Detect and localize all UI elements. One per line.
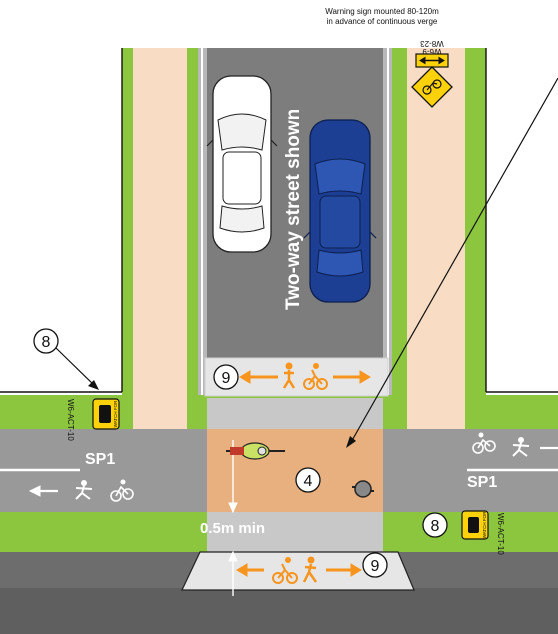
bicycle-icon [422, 79, 442, 95]
svg-text:W8-23: W8-23 [420, 39, 444, 48]
leader-line-4 [349, 77, 558, 445]
watch-for-sign-right: WATCH FOR [461, 510, 489, 540]
crossing-zone [207, 429, 383, 512]
upper-movement-arrows [239, 362, 371, 390]
blue-car [303, 119, 377, 303]
footpath-left-top [133, 48, 187, 398]
lower-ramp [181, 551, 415, 591]
footpath-right-top [407, 48, 465, 398]
svg-text:4: 4 [304, 473, 313, 490]
act-label-right: W6-ACT-10 [496, 513, 505, 555]
callout-8-right: 8 [422, 512, 448, 538]
svg-text:9: 9 [222, 370, 231, 387]
svg-text:WATCH FOR: WATCH FOR [482, 511, 487, 538]
min-width-label: 0.5m min [200, 520, 265, 537]
act-label-left: W6-ACT-10 [66, 399, 75, 441]
callout-8-top-left: 8 [33, 328, 99, 390]
sp1-label-left: SP1 [85, 451, 115, 468]
cyclist-crossing [226, 442, 285, 460]
callout-9-upper: 9 [213, 364, 239, 390]
svg-text:W6-9: W6-9 [422, 47, 442, 56]
sp1-label-right: SP1 [467, 474, 497, 491]
bicycle-diamond-sign [411, 66, 453, 108]
pedestrian-crossing [352, 480, 374, 498]
svg-text:WATCH FOR: WATCH FOR [113, 400, 118, 427]
callout-9-lower: 9 [362, 552, 388, 578]
svg-text:9: 9 [371, 558, 380, 575]
lower-movement-arrows [236, 556, 362, 584]
white-car [206, 75, 278, 253]
left-path-symbols [28, 479, 134, 502]
min-width-dimension [228, 440, 238, 596]
watch-for-sign-left: WATCH FOR [92, 398, 120, 430]
warning-sign-top: W8-23 W6-9 [420, 39, 444, 56]
svg-text:8: 8 [42, 334, 51, 351]
callout-4: 4 [295, 467, 321, 493]
right-path-symbols [472, 432, 558, 457]
header-line-1: Warning sign mounted 80-120m [325, 7, 439, 16]
header-line-2: in advance of continuous verge [327, 17, 438, 26]
svg-text:8: 8 [431, 518, 440, 535]
two-way-street-label: Two-way street shown [283, 109, 304, 310]
